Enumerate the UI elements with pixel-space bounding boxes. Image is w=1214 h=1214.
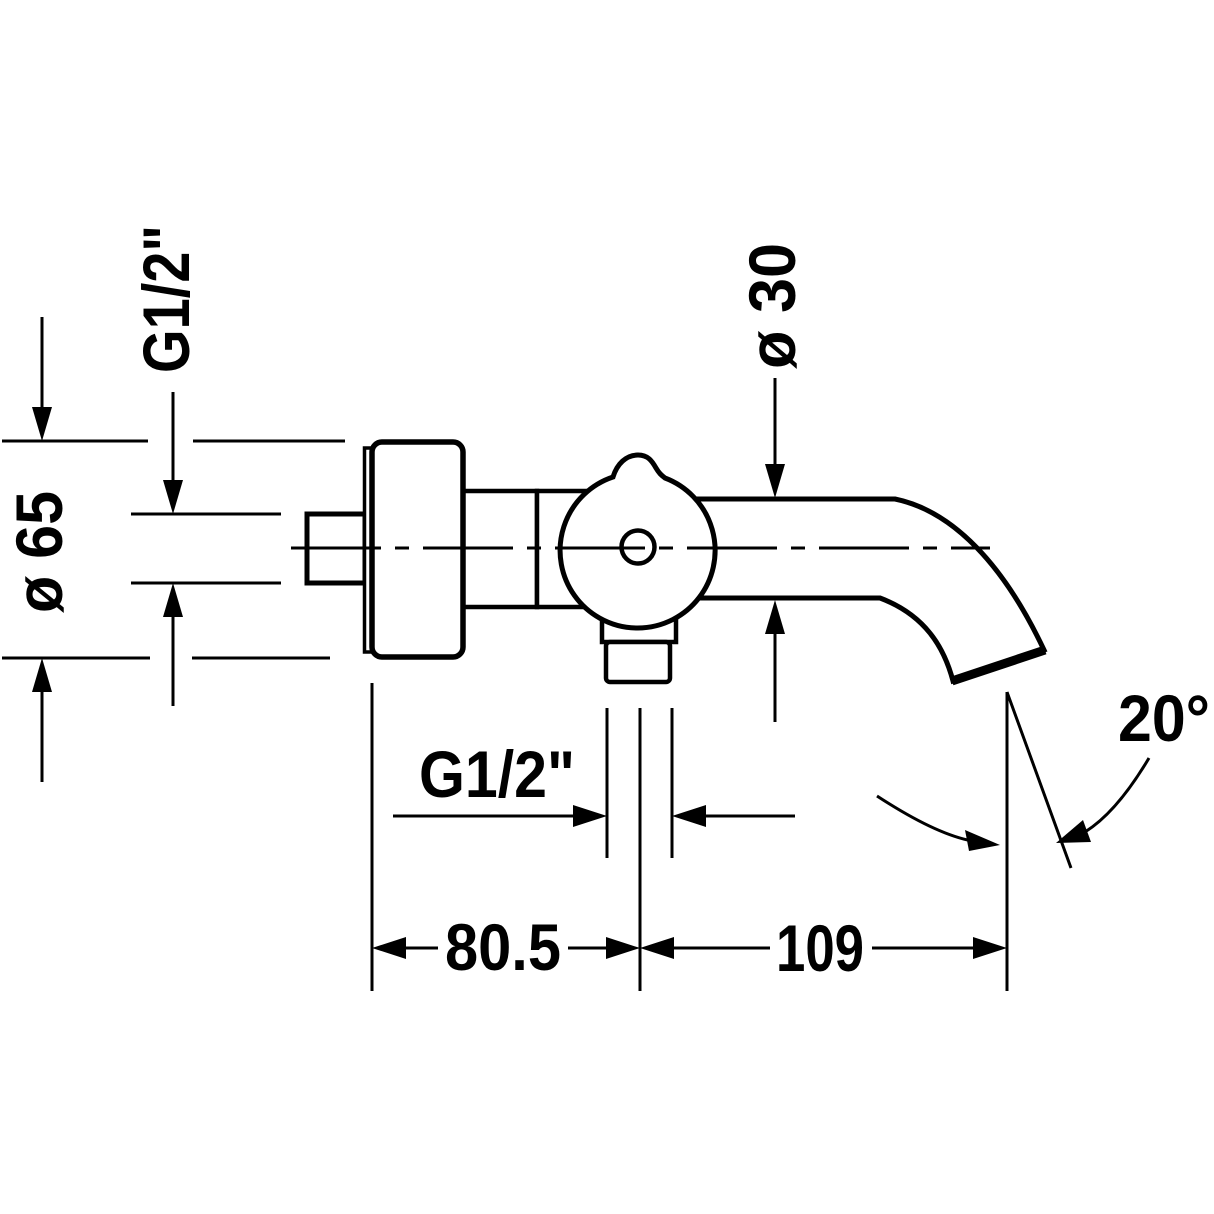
dim-outlet-thread [393,708,795,858]
spout-tip-face [950,645,1047,686]
dim-bottom-chain [370,683,1007,991]
dim-wall-thread [131,392,281,706]
dimension-labels: G1/2" ø 65 ø 30 G1/2" 80.5 109 20° [2,225,1210,985]
dim-flange-diameter [2,317,345,782]
label-flange-diameter: ø 65 [2,491,76,613]
outlet-thread-piece [603,639,673,685]
label-wall-to-outlet: 80.5 [445,910,561,984]
dim-spout-diameter [765,378,785,722]
dimension-annotations [2,317,1151,991]
faucet-body [304,439,1048,686]
label-spout-diameter: ø 30 [735,243,809,369]
label-outlet-to-tip: 109 [776,911,864,985]
label-spout-angle: 20° [1118,681,1210,755]
spout [687,496,1048,685]
label-wall-thread: G1/2" [129,225,203,373]
label-outlet-thread: G1/2" [419,737,575,811]
dim-spout-angle [876,691,1151,991]
